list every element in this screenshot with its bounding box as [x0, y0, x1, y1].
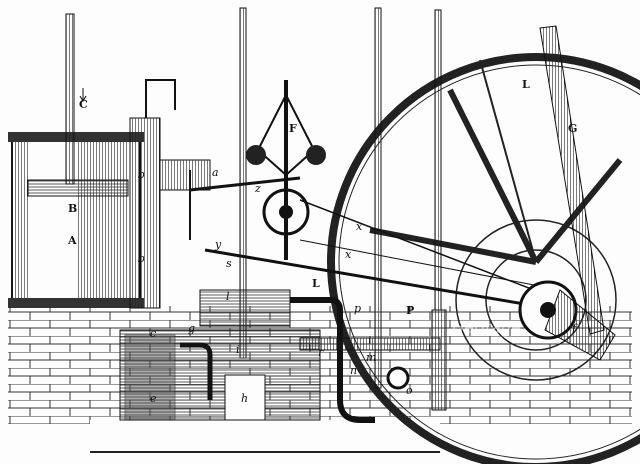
arrow-icon: [79, 88, 87, 102]
label-g: g: [188, 322, 195, 335]
label-B: B: [68, 202, 77, 215]
label-f: f: [571, 322, 578, 335]
letter-labels: C B A b b a z y s F L G K f L l g i h e …: [67, 78, 578, 405]
label-h: h: [241, 392, 248, 405]
label-p: p: [354, 302, 361, 315]
valve-chest: [129, 117, 161, 309]
watermark: Heritage: [452, 318, 521, 337]
label-x-lower: x: [345, 248, 352, 261]
label-P: P: [406, 304, 414, 317]
linkage: [159, 159, 561, 312]
piston-rod: [65, 13, 75, 185]
condenser-cistern: [119, 289, 441, 423]
label-y: y: [214, 238, 222, 251]
floor: [90, 420, 440, 460]
label-G: G: [568, 122, 577, 135]
label-m: m: [366, 351, 376, 364]
label-n: n: [350, 364, 357, 377]
label-s: s: [226, 257, 232, 270]
label-c: c: [150, 327, 156, 340]
flywheel: [327, 53, 640, 464]
label-r: r: [318, 346, 324, 359]
label-L-lower: L: [312, 277, 320, 290]
label-l: l: [226, 290, 230, 303]
label-F: F: [289, 122, 297, 135]
label-a: a: [212, 166, 219, 179]
governor: [246, 80, 326, 260]
label-A: A: [67, 234, 77, 247]
label-i: i: [236, 343, 240, 356]
label-e: e: [150, 392, 157, 405]
label-L: L: [522, 78, 530, 91]
label-x: x: [356, 220, 363, 233]
label-C: C: [79, 98, 88, 111]
crank: [518, 280, 616, 361]
steam-cylinder: [8, 132, 144, 308]
label-z: z: [254, 182, 261, 195]
label-b: b: [138, 168, 145, 181]
label-b-lower: b: [138, 252, 145, 265]
label-K: K: [543, 304, 553, 317]
label-o: o: [406, 384, 413, 397]
